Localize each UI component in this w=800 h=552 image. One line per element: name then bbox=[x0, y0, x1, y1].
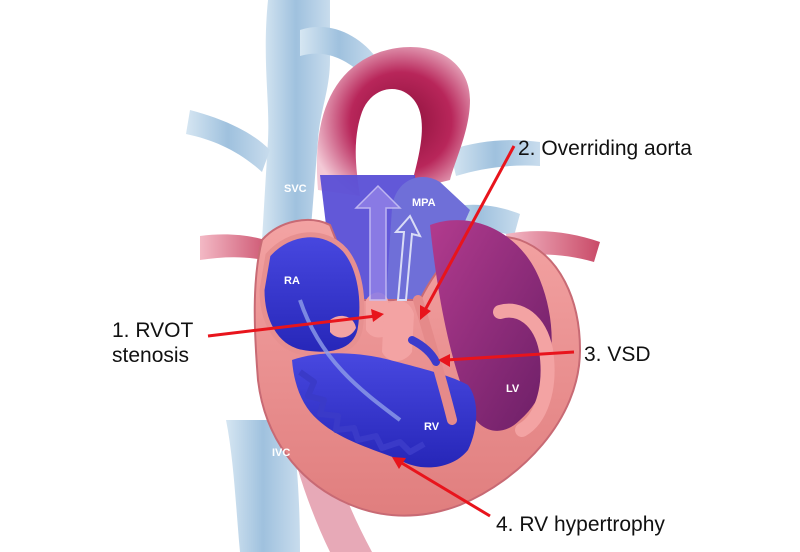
label-lv: LV bbox=[506, 383, 520, 395]
label-mpa: MPA bbox=[412, 197, 436, 209]
annotation-rvot-line1: 1. RVOT bbox=[112, 319, 194, 342]
annotation-rvot-line2: stenosis bbox=[112, 344, 190, 367]
label-svc: SVC bbox=[284, 183, 307, 195]
label-rv: RV bbox=[424, 421, 440, 433]
annotation-vsd: 3. VSD bbox=[584, 343, 651, 366]
pointer-overriding-aorta-arrowhead bbox=[420, 305, 431, 320]
anatomy-labels: Ao MPA SVC RA RV LV IVC bbox=[272, 151, 520, 459]
pointer-vsd-arrowhead bbox=[438, 354, 450, 367]
annotation-rvot-stenosis: 1. RVOT stenosis bbox=[112, 318, 193, 368]
pointer-rvot-arrowhead bbox=[371, 309, 384, 322]
vsd-gap bbox=[408, 336, 440, 366]
overriding-aorta-valve bbox=[382, 300, 414, 361]
pointer-rvot bbox=[207, 314, 377, 338]
label-ao: Ao bbox=[356, 151, 371, 163]
pointer-vsd bbox=[445, 350, 575, 362]
pulmonary-flow-arrow bbox=[393, 214, 422, 301]
annotation-overriding-aorta: 2. Overriding aorta bbox=[518, 137, 692, 160]
pulmonary-trunk bbox=[386, 177, 470, 300]
aorta bbox=[316, 46, 470, 196]
pointer-overriding-aorta bbox=[422, 145, 516, 313]
label-ivc: IVC bbox=[272, 447, 290, 459]
heart bbox=[253, 184, 582, 517]
aortic-flow-arrow bbox=[354, 184, 402, 301]
pointer-rv-hypertrophy bbox=[399, 460, 491, 518]
annotation-rv-hypertrophy: 4. RV hypertrophy bbox=[496, 513, 665, 536]
left-ventricle bbox=[430, 220, 552, 431]
pointer-lines bbox=[207, 145, 575, 518]
label-ra: RA bbox=[284, 275, 300, 287]
pointer-rv-hypertrophy-arrowhead bbox=[392, 457, 406, 469]
